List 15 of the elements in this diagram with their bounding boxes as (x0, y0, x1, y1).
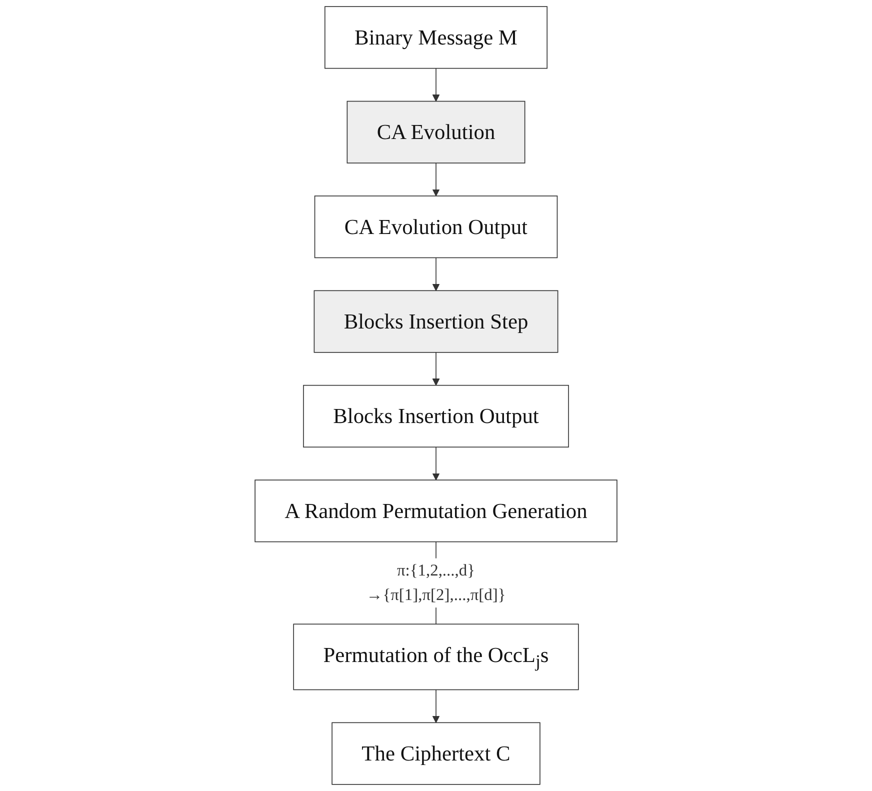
arrow (432, 352, 440, 386)
node-box: The Ciphertext C (332, 722, 540, 785)
arrow (432, 446, 440, 480)
node-box: Binary Message M (324, 6, 548, 69)
arrow (432, 689, 440, 723)
arrow (432, 162, 440, 196)
node-box: Blocks Insertion Output (303, 384, 569, 448)
arrow (432, 257, 440, 291)
arrow (432, 68, 440, 102)
edge-label: π:{1,2,...,d}→{π[1],π[2],...,π[d]} (366, 562, 506, 604)
node-box: Permutation of the OccL$_{j}$s (293, 624, 579, 690)
node-box: Blocks Insertion Step (314, 290, 558, 353)
node-box: CA Evolution (346, 100, 526, 164)
node-box: CA Evolution Output (314, 196, 558, 258)
node-box: A Random Permutation Generation (254, 480, 618, 542)
